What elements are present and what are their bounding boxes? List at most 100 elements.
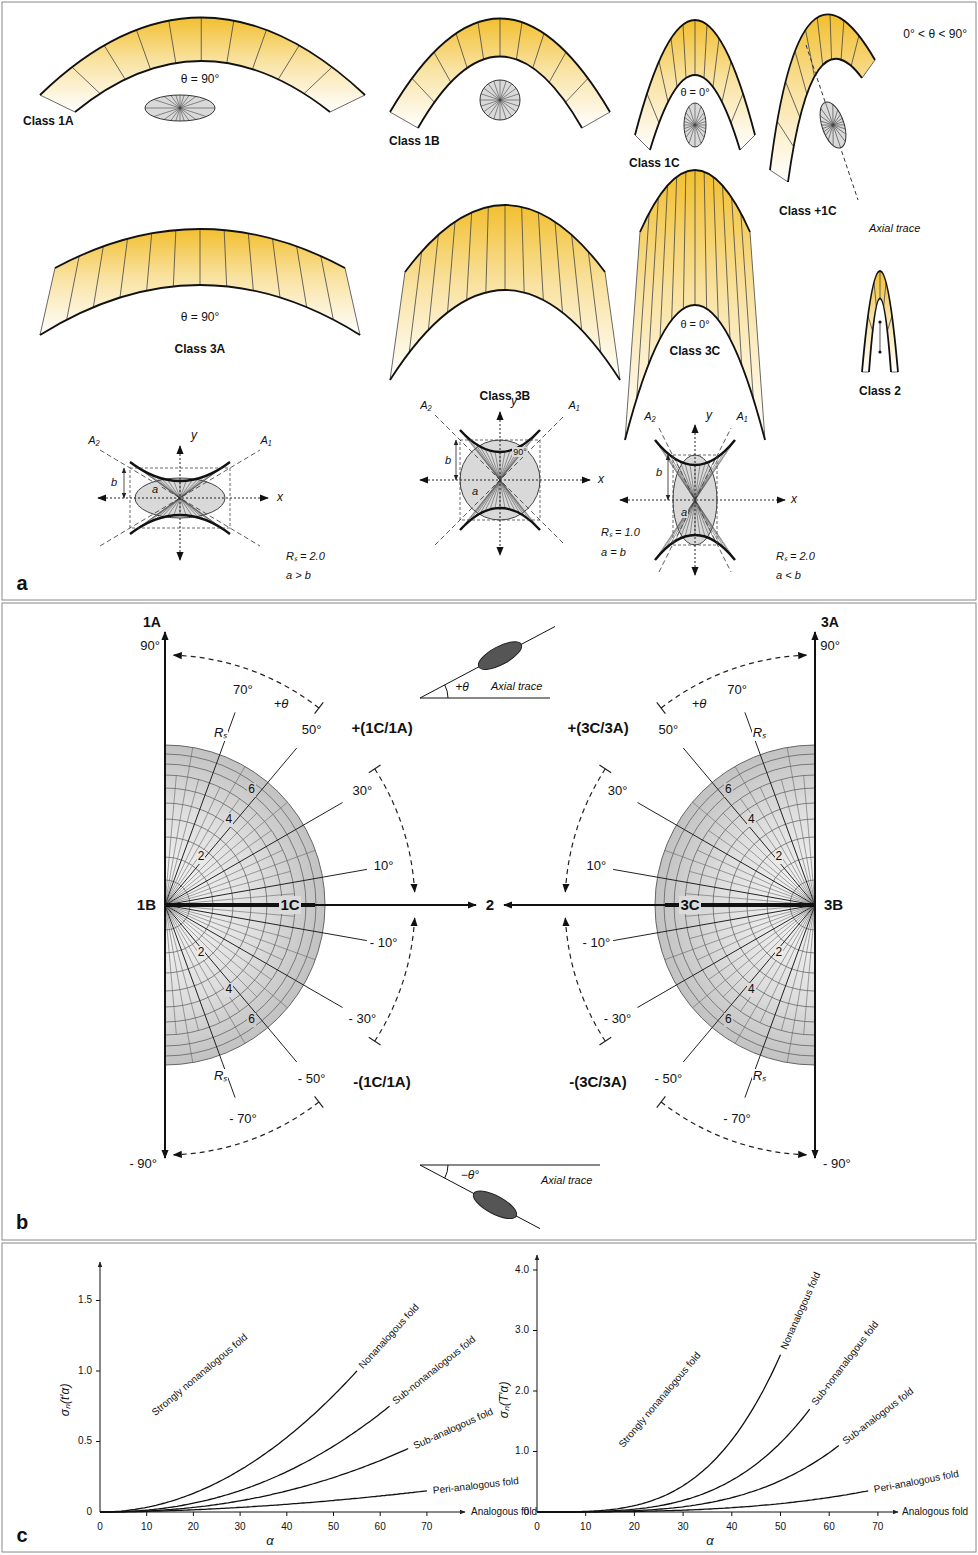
chart-label: 50°: [658, 723, 680, 738]
chart-label: 70°: [232, 683, 254, 698]
plot-label: 60: [374, 1521, 387, 1533]
plot-label: α: [705, 1534, 714, 1549]
isogon-fan: [168, 480, 181, 498]
theta-spoke: [697, 850, 815, 905]
class-label: a: [471, 485, 479, 498]
dip-isogon: [278, 45, 299, 79]
dip-isogon: [637, 213, 650, 399]
plot-label: Sub-analogous fold: [839, 1384, 916, 1447]
dip-isogon: [486, 207, 489, 293]
fold-curve: [100, 1371, 357, 1512]
plot-label: Nonanalogous fold: [356, 1300, 422, 1371]
fold-fill: [625, 170, 765, 440]
fold-surface: [55, 229, 345, 268]
dip-isogon: [722, 61, 731, 102]
range-arc: [661, 1102, 806, 1155]
dip-isogon: [672, 177, 677, 320]
theta-spoke: [683, 748, 815, 905]
chart-label: 6: [724, 1013, 733, 1027]
plot-label: 30: [234, 1521, 247, 1533]
x-axis: [98, 498, 268, 499]
plot-label: Sub-nonanalogous fold: [390, 1333, 479, 1407]
angle-arc: [445, 685, 448, 698]
dip-isogon: [851, 36, 859, 66]
axial-trace: [420, 1165, 540, 1229]
dip-isogon: [713, 177, 718, 320]
dip-isogon: [572, 235, 582, 330]
dip-isogon: [806, 30, 815, 77]
isogon-line: [822, 118, 845, 132]
theta-spoke: [165, 905, 199, 1031]
plot-label: Analogous fold: [901, 1506, 969, 1518]
panel-letter: b: [15, 1211, 29, 1234]
class-label: A₁: [736, 410, 749, 423]
range-tick: [369, 1037, 381, 1045]
fold-fill: [862, 271, 898, 372]
dip-isogon: [40, 268, 55, 335]
chart-label: -(1C/1A): [352, 1073, 412, 1090]
plot-label: 70: [871, 1521, 884, 1533]
dip-isogon: [704, 25, 707, 78]
tick: [533, 1451, 537, 1452]
chart-label: +(3C/3A): [566, 719, 629, 736]
dip-isogon: [169, 21, 176, 63]
plot-label: 30: [677, 1521, 690, 1533]
class-label: b: [655, 466, 663, 479]
chart-label: 30°: [607, 784, 629, 799]
chart-label: - 10°: [369, 936, 399, 951]
isogon-envelope: [460, 508, 540, 530]
dip-isogon: [500, 19, 501, 57]
class-label: Class 1C: [628, 157, 681, 171]
dip-isogon: [874, 282, 876, 306]
fold-fill: [390, 19, 610, 129]
fold-fill: [770, 14, 875, 182]
chart-label: 1B: [136, 896, 157, 913]
dip-isogon: [173, 230, 176, 286]
plot-label: 0: [522, 1506, 530, 1518]
theta-spoke: [781, 779, 815, 905]
class-label: x: [790, 493, 798, 507]
dip-isogon: [582, 112, 610, 128]
x-axis: [620, 500, 785, 501]
plot-label: Sub-analogous fold: [410, 1405, 495, 1452]
isogon-line: [820, 110, 846, 140]
chart-label: 6: [724, 783, 733, 797]
theta-spoke: [165, 779, 199, 905]
dip-isogon: [104, 45, 125, 79]
tick: [96, 1441, 100, 1442]
chart-label: +θ: [273, 697, 290, 712]
dip-isogon: [777, 121, 793, 147]
dip-isogon: [549, 52, 566, 82]
tick: [96, 1371, 100, 1372]
chart-label: 2: [197, 946, 206, 960]
isogon-fan: [660, 446, 695, 500]
chart-label: +θ: [691, 697, 708, 712]
class-label: 90°: [512, 447, 528, 457]
class-label: y: [705, 409, 713, 423]
isogon-rose: [145, 95, 215, 121]
class-label: A₁: [568, 399, 581, 412]
theta-spoke: [165, 775, 176, 905]
isogon-fan: [655, 440, 695, 500]
panel-letter: a: [15, 572, 28, 595]
chart-label: 70°: [726, 683, 748, 698]
isogon-rose: [480, 80, 520, 120]
y-axis: [695, 425, 696, 575]
dip-isogon: [841, 20, 844, 59]
fold-surface: [640, 170, 750, 232]
tick: [877, 1512, 878, 1516]
isogon-rose: [684, 103, 706, 147]
theta-spoke: [760, 787, 815, 905]
chart-label: 3B: [823, 896, 844, 913]
class-label: a: [680, 506, 688, 519]
theta-spoke: [683, 905, 815, 1062]
theta-spoke: [787, 747, 815, 905]
chart-label: - 30°: [603, 1012, 633, 1027]
class-label: Class 2: [858, 385, 902, 399]
class-label: Class 3A: [174, 343, 227, 357]
plot-label: 70: [420, 1521, 433, 1533]
chart-label: 6: [247, 1013, 256, 1027]
strain-ellipse: [480, 80, 520, 120]
class-label: Class 1B: [388, 135, 441, 149]
dip-isogon: [456, 33, 467, 67]
